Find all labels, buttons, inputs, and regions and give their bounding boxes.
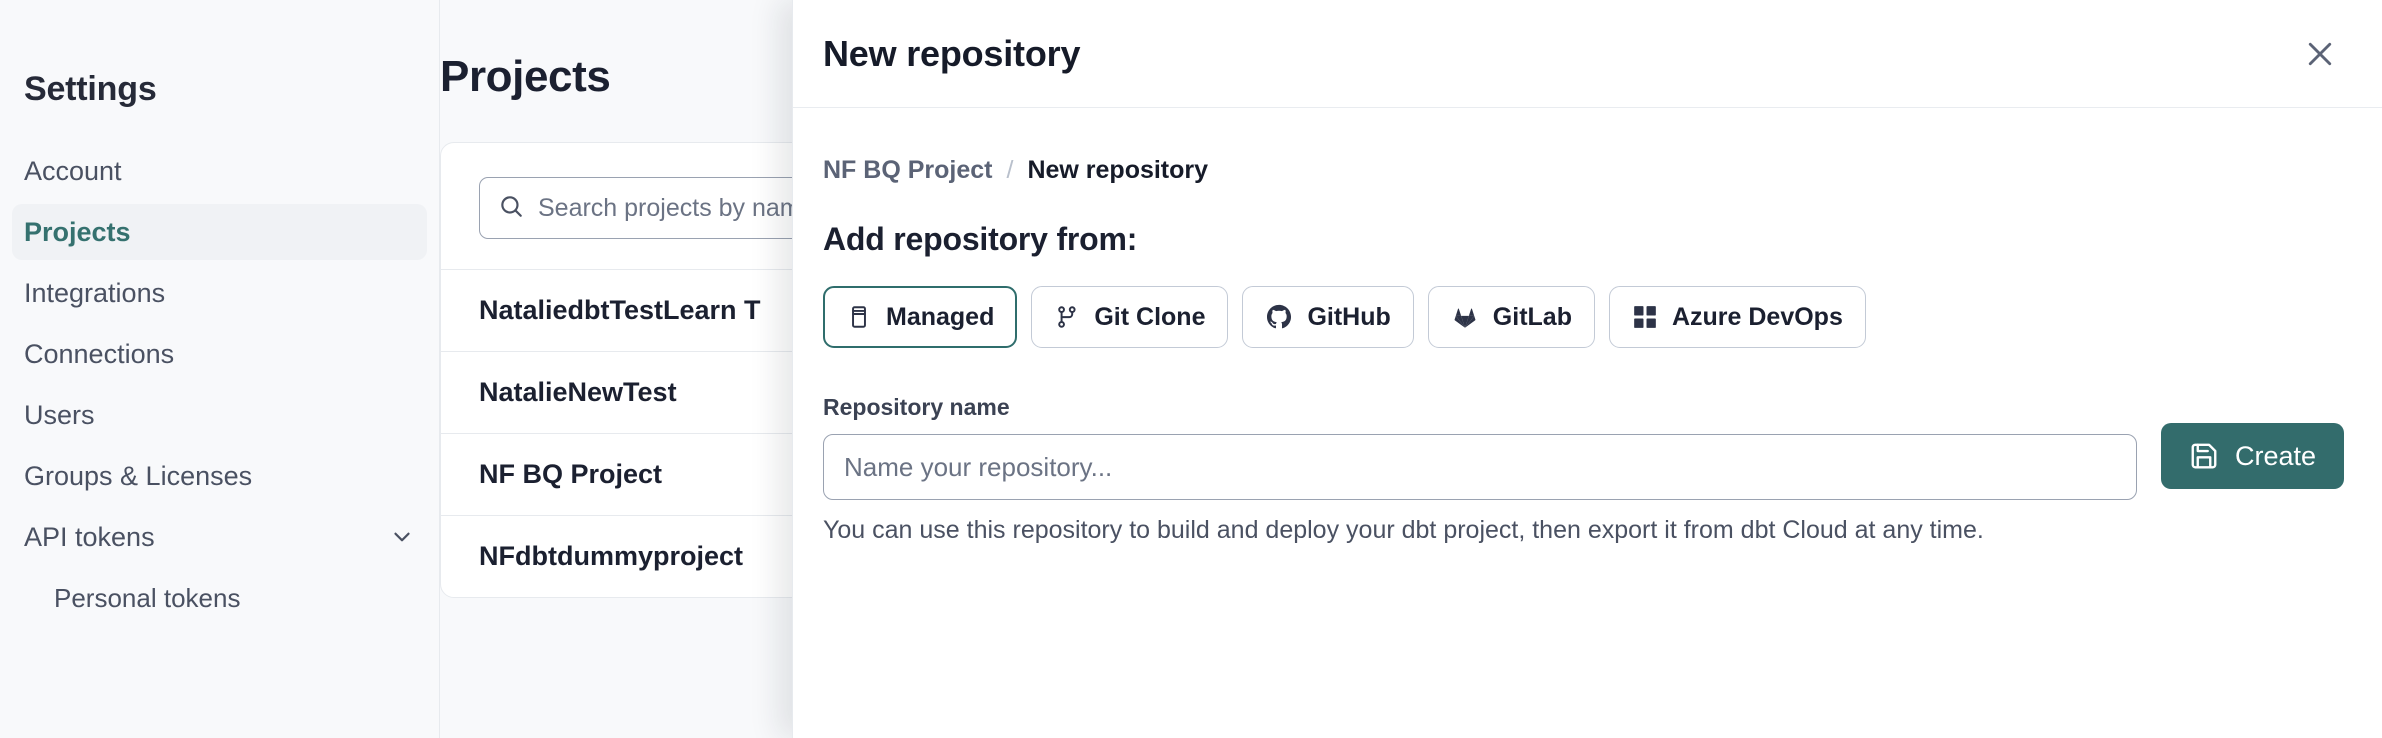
database-icon <box>846 304 872 330</box>
repo-source-label: Git Clone <box>1094 302 1206 331</box>
breadcrumb-current: New repository <box>1027 156 1209 184</box>
modal-header: New repository <box>793 0 2382 108</box>
repo-source-label: GitHub <box>1307 302 1391 331</box>
search-icon <box>498 193 524 224</box>
sidebar-item-label: Projects <box>24 216 131 247</box>
sidebar-item-api-tokens[interactable]: API tokens <box>12 509 427 565</box>
modal-body: NF BQ Project / New repository Add repos… <box>793 108 2382 545</box>
repo-source-options: Managed Git Clone <box>823 286 2344 348</box>
repo-source-git-clone[interactable]: Git Clone <box>1031 286 1229 348</box>
add-repository-heading: Add repository from: <box>823 221 1138 257</box>
sidebar-item-connections[interactable]: Connections <box>12 326 427 382</box>
project-name: NatalieNewTest <box>479 377 677 407</box>
search-placeholder: Search projects by name... <box>538 193 836 222</box>
github-icon <box>1265 303 1293 331</box>
create-button-label: Create <box>2234 440 2316 471</box>
sidebar-item-account[interactable]: Account <box>12 143 427 199</box>
page-title: Projects <box>440 52 611 101</box>
close-icon[interactable] <box>2296 30 2344 78</box>
sidebar-item-label: Account <box>24 155 122 186</box>
repo-source-label: GitLab <box>1492 302 1572 331</box>
create-button[interactable]: Create <box>2160 423 2344 489</box>
sidebar-item-groups-licenses[interactable]: Groups & Licenses <box>12 448 427 504</box>
gitlab-icon <box>1451 303 1479 331</box>
repo-source-managed[interactable]: Managed <box>823 286 1018 348</box>
repo-source-azure-devops[interactable]: Azure DevOps <box>1608 286 1866 348</box>
repository-help-text: You can use this repository to build and… <box>823 516 1984 544</box>
new-repository-panel: New repository NF BQ Project / New repos… <box>792 0 2382 738</box>
repo-source-github[interactable]: GitHub <box>1242 286 1414 348</box>
repository-name-group: Repository name You can use this reposit… <box>823 394 2137 545</box>
sidebar-title: Settings <box>24 70 157 108</box>
chevron-down-icon <box>389 524 415 550</box>
sidebar-item-label: Users <box>24 399 95 430</box>
sidebar-item-label: Groups & Licenses <box>24 460 253 491</box>
save-icon <box>2189 441 2219 471</box>
repository-name-label: Repository name <box>823 394 1010 420</box>
git-branch-icon <box>1054 304 1080 330</box>
breadcrumb-separator: / <box>1006 156 1014 184</box>
project-name: NFdbtdummyproject <box>479 541 744 571</box>
sidebar-item-label: Connections <box>24 338 175 369</box>
settings-sidebar: Settings Account Projects Integrations C… <box>0 0 440 738</box>
sidebar-item-projects[interactable]: Projects <box>12 204 427 260</box>
sidebar-item-integrations[interactable]: Integrations <box>12 265 427 321</box>
project-name: NF BQ Project <box>479 459 663 489</box>
modal-title: New repository <box>823 32 1081 74</box>
sidebar-item-users[interactable]: Users <box>12 387 427 443</box>
breadcrumb-parent-link[interactable]: NF BQ Project <box>823 156 993 184</box>
project-name: NataliedbtTestLearn T <box>479 295 761 325</box>
repository-name-input[interactable] <box>823 434 2137 500</box>
repo-source-label: Managed <box>886 302 995 331</box>
sidebar-item-label: Integrations <box>24 277 166 308</box>
azure-devops-icon <box>1632 304 1658 330</box>
repository-name-row: Repository name You can use this reposit… <box>823 394 2344 545</box>
sidebar-item-label: Personal tokens <box>54 582 241 613</box>
sidebar-nav: Account Projects Integrations Connection… <box>0 143 439 626</box>
repo-source-gitlab[interactable]: GitLab <box>1427 286 1595 348</box>
sidebar-item-label: API tokens <box>24 521 155 552</box>
breadcrumb: NF BQ Project / New repository <box>823 156 2344 185</box>
repo-source-label: Azure DevOps <box>1671 302 1843 331</box>
sidebar-item-personal-tokens[interactable]: Personal tokens <box>12 570 427 626</box>
